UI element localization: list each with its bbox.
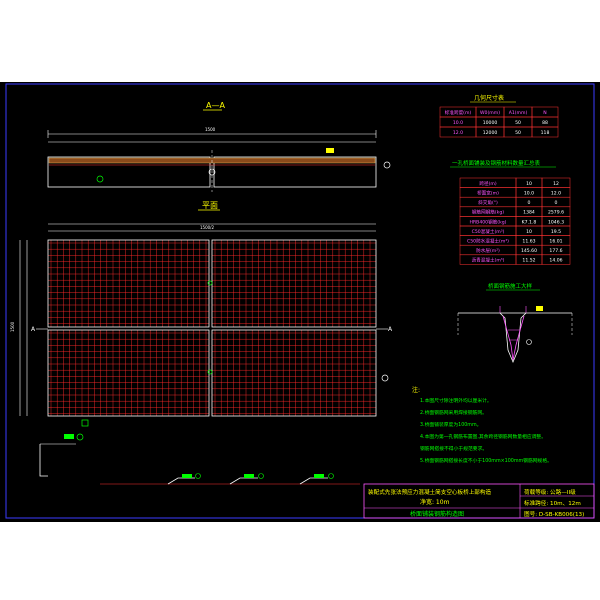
callout-marker — [258, 473, 264, 479]
table-cell: 14.06 — [549, 258, 562, 264]
note-line: 5.桥面钢筋网搭接长度不小于100mm×100mm钢筋网规格。 — [420, 457, 552, 464]
table-cell: 10 — [526, 229, 532, 235]
clear-width: 净宽: 10m — [420, 498, 450, 506]
table-cell: 防水层(m²) — [476, 247, 500, 254]
section-aa: A—A 1500 — [47, 101, 391, 192]
plan-side-dimension: 1500 — [10, 321, 15, 332]
table-cell: 12.0 — [453, 130, 463, 136]
table-cell: 标准跨度(m) — [445, 109, 472, 116]
note-line: 4.本图为第一孔钢筋布置图,其余跨径钢筋网数量相应调整。 — [420, 433, 546, 440]
joint-groove — [499, 312, 527, 364]
callout-marker — [76, 433, 84, 441]
rebar-mesh — [48, 240, 376, 416]
title-block: 装配式先张法预应力混凝土简支空心板桥上部构造 净宽: 10m 桥面铺装钢筋构造图… — [363, 483, 595, 519]
quantity-table: 一孔桥面铺装及钢筋材料数量汇总表 跨径(m) 10 12 桥面宽(m) 10.0 12.0… — [450, 159, 571, 265]
section-aa-title: A—A — [206, 101, 225, 110]
callout-marker — [207, 369, 213, 375]
notes-block: 注: 1.本图尺寸除注明外均以厘米计。 2.桥面钢筋网采用焊接钢筋网。 3.桥面铺装… — [412, 386, 552, 464]
note-line: 2.桥面钢筋网采用焊接钢筋网。 — [420, 409, 487, 416]
callout-marker — [81, 419, 89, 427]
dim-table-title: 几何尺寸表 — [474, 94, 504, 102]
callout-marker — [526, 339, 532, 345]
plan-view: 平面 1500/2 1500 A A — [10, 201, 393, 427]
table-cell: 145.60 — [521, 248, 537, 254]
table-cell: 118 — [541, 130, 550, 136]
table-cell: N — [543, 110, 546, 116]
table-cell: 16.01 — [549, 239, 562, 245]
table-cell: W0(mm) — [480, 110, 500, 116]
table-cell: 沥青混凝土(m³) — [472, 257, 505, 264]
load-class: 荷载等级: 公路—II级 — [524, 488, 576, 496]
callout-marker — [381, 374, 389, 382]
callout-marker — [383, 161, 391, 169]
callout-marker — [207, 280, 213, 286]
table-cell: 桥面宽(m) — [477, 190, 499, 197]
deck-slab-left — [47, 156, 211, 188]
table-cell: 1046.3 — [548, 219, 564, 225]
table-cell: 11.63 — [522, 239, 535, 245]
span-length: 标准跨径: 10m、12m — [524, 499, 581, 507]
table-cell: 11.52 — [522, 258, 535, 264]
callout-marker — [96, 175, 104, 183]
elevation-dimension-text: 1500 — [205, 127, 216, 132]
callout-marker — [195, 473, 201, 479]
callout-marker — [208, 168, 216, 176]
aa-cut-right: A — [388, 326, 393, 333]
qty-table-title: 一孔桥面铺装及钢筋材料数量汇总表 — [452, 159, 541, 167]
table-cell: 10.0 — [453, 120, 463, 126]
drawing-name: 桥面铺装钢筋构造图 — [410, 510, 464, 518]
table-cell: 10000 — [483, 120, 498, 126]
table-cell: 50 — [515, 130, 521, 136]
deck-slab-right — [213, 156, 377, 188]
table-cell: 12 — [553, 181, 559, 187]
dimension-table: 几何尺寸表 标准跨度(m) W0(mm) A1(mm) N 10.0 10000 50 88 1… — [439, 94, 559, 138]
table-cell: C50防水混凝土(m³) — [467, 238, 509, 245]
table-cell: 10 — [526, 181, 532, 187]
plan-view-title: 平面 — [202, 201, 218, 210]
detail-title: 桥面钢筋施工大样 — [488, 282, 533, 290]
table-cell: 钢筋网钢筋(kg) — [472, 209, 504, 216]
table-cell: 88 — [542, 120, 548, 126]
drawing-number: 图号: D-SB-KB006(13) — [524, 510, 584, 518]
table-cell: HRB400钢筋(kg) — [470, 218, 507, 225]
table-cell: 1384 — [523, 210, 535, 216]
table-cell: 跨径(m) — [479, 180, 496, 187]
table-cell: 2579.6 — [548, 210, 564, 216]
leader-flag — [536, 306, 543, 311]
mesh-panel — [47, 239, 210, 328]
table-cell: 10.0 — [524, 191, 534, 197]
table-cell-border — [541, 254, 571, 265]
table-cell: 0 — [528, 200, 531, 206]
table-cell-border — [531, 126, 559, 138]
drawing-border — [5, 83, 595, 519]
table-cell: 0 — [555, 200, 558, 206]
plan-dimension-text: 1500/2 — [200, 225, 215, 230]
project-name: 装配式先张法预应力混凝土简支空心板桥上部构造 — [368, 488, 491, 496]
table-cell: 177.6 — [549, 248, 562, 254]
rebar-bending-sketches — [39, 433, 360, 485]
leader-flag — [326, 148, 334, 153]
callout-marker — [328, 473, 334, 479]
table-cell: 12000 — [483, 130, 498, 136]
mesh-panel — [47, 329, 210, 417]
notes-title: 注: — [412, 386, 420, 394]
table-cell: K7.1.8 — [522, 219, 537, 225]
table-cell: 12.0 — [551, 191, 561, 197]
rebar-detail: 桥面钢筋施工大样 — [457, 282, 573, 364]
drawing-background — [0, 82, 600, 522]
table-cell: 19.5 — [551, 229, 561, 235]
aa-cut-left: A — [31, 326, 36, 333]
table-cell: 50 — [515, 120, 521, 126]
table-cell: 斜交角(°) — [478, 199, 498, 206]
table-cell: A1(mm) — [509, 110, 528, 116]
note-line: 钢筋网搭接不得小于规范要求。 — [420, 445, 487, 452]
table-cell: C50混凝土(m³) — [472, 228, 505, 235]
note-line: 1.本图尺寸除注明外均以厘米计。 — [420, 397, 492, 404]
note-line: 3.桥面铺装厚度为100mm。 — [420, 421, 481, 428]
